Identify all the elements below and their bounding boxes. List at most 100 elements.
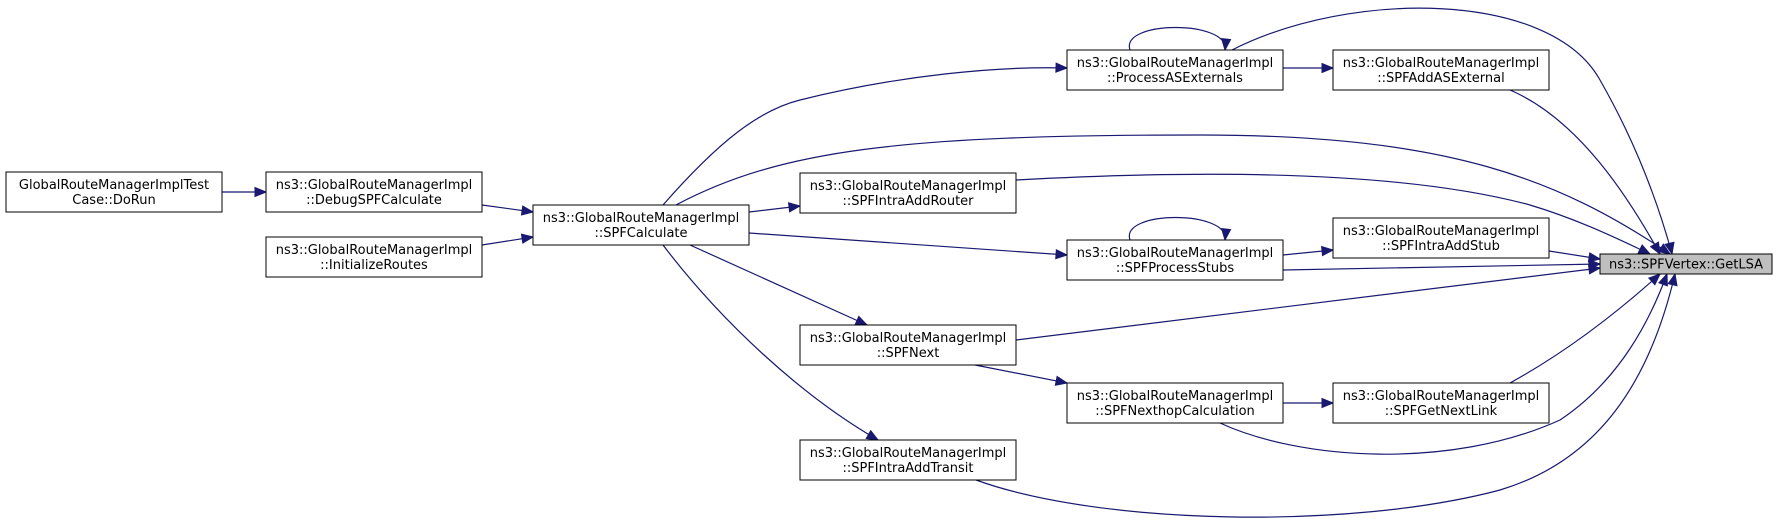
node-label-line: ::SPFIntraAddRouter (842, 194, 974, 209)
edge-proc_asext-to-proc_asext (1129, 26, 1232, 52)
edge-spf_calc-to-getlsa (675, 134, 1672, 255)
edge-line (1015, 267, 1601, 341)
arrowhead-icon (1587, 252, 1602, 263)
node-label-line: ::InitializeRoutes (320, 258, 428, 273)
arrowhead-icon (1658, 272, 1668, 287)
node-label-line: ns3::GlobalRouteManagerImpl (1077, 389, 1274, 404)
edge-proc_asext-to-add_asext (1283, 62, 1335, 74)
edge-proc_stubs-to-proc_stubs (1129, 216, 1232, 242)
node-label-line: ::SPFIntraAddStub (1382, 239, 1500, 254)
node-label-line: ns3::GlobalRouteManagerImpl (276, 243, 473, 258)
arrowhead-icon (520, 233, 535, 244)
node-proc_stubs[interactable]: ns3::GlobalRouteManagerImpl::SPFProcessS… (1066, 239, 1284, 281)
node-spf_calc[interactable]: ns3::GlobalRouteManagerImpl::SPFCalculat… (532, 204, 750, 246)
node-box (799, 172, 1017, 214)
node-label-line: ns3::GlobalRouteManagerImpl (1343, 224, 1540, 239)
arrowhead-icon (254, 186, 268, 198)
node-box (1066, 49, 1284, 91)
edge-get_nextlink-to-getlsa (1509, 273, 1661, 384)
edge-spf_calc-to-proc_asext (662, 62, 1069, 206)
node-label-line: ::DebugSPFCalculate (306, 193, 442, 208)
arrowhead-icon (865, 429, 880, 441)
edge-line (675, 134, 1671, 255)
node-label-line: ::ProcessASExternals (1107, 71, 1243, 86)
edge-intra_transit-to-getlsa (975, 272, 1678, 518)
node-label-line: ns3::SPFVertex::GetLSA (1609, 258, 1763, 273)
node-label-line: ::SPFCalculate (594, 226, 687, 241)
node-getlsa[interactable]: ns3::SPFVertex::GetLSA (1599, 253, 1773, 275)
node-label-line: ns3::GlobalRouteManagerImpl (276, 178, 473, 193)
edge-line (974, 364, 1068, 384)
edge-line (662, 244, 879, 441)
edge-line (1219, 273, 1668, 455)
node-init_routes[interactable]: ns3::GlobalRouteManagerImpl::InitializeR… (265, 236, 483, 278)
edge-line (1509, 273, 1661, 384)
node-box (1332, 49, 1550, 91)
arrowhead-icon (1054, 375, 1069, 386)
arrowhead-icon (1664, 241, 1675, 256)
node-box (799, 324, 1017, 366)
node-debug_spf[interactable]: ns3::GlobalRouteManagerImpl::DebugSPFCal… (265, 171, 483, 213)
edge-line (1282, 263, 1601, 271)
node-label-line: ns3::GlobalRouteManagerImpl (810, 446, 1007, 461)
node-box (265, 236, 483, 278)
edge-line (1129, 26, 1226, 51)
node-label-line: ::SPFNext (877, 346, 940, 361)
arrowhead-icon (1321, 62, 1335, 74)
edge-spf_calc-to-spf_next (689, 244, 869, 326)
node-label-line: ns3::GlobalRouteManagerImpl (1077, 56, 1274, 71)
node-label-line: ns3::GlobalRouteManagerImpl (810, 331, 1007, 346)
edge-line (1509, 89, 1661, 255)
node-label-line: ::SPFIntraAddTransit (842, 461, 973, 476)
edge-line (662, 67, 1068, 206)
node-box (1066, 382, 1284, 424)
edge-spf_next-to-nexthop (974, 364, 1069, 386)
edge-test_dorun-to-debug_spf (222, 186, 268, 198)
node-intra_transit[interactable]: ns3::GlobalRouteManagerImpl::SPFIntraAdd… (799, 439, 1017, 481)
arrowhead-icon (520, 205, 535, 216)
edge-spf_calc-to-intra_router (748, 202, 802, 213)
edge-proc_stubs-to-intra_stub (1282, 245, 1335, 257)
node-spf_next[interactable]: ns3::GlobalRouteManagerImpl::SPFNext (799, 324, 1017, 366)
edge-init_routes-to-spf_calc (481, 233, 535, 246)
edges-layer (222, 7, 1678, 518)
edge-intra_stub-to-getlsa (1548, 250, 1602, 263)
node-box (532, 204, 750, 246)
edge-spf_calc-to-intra_transit (662, 244, 880, 441)
arrowhead-icon (787, 202, 802, 213)
edge-line (1015, 173, 1651, 255)
edge-line (748, 232, 1068, 256)
edge-line (1129, 216, 1226, 241)
node-label-line: ns3::GlobalRouteManagerImpl (543, 211, 740, 226)
node-nexthop[interactable]: ns3::GlobalRouteManagerImpl::SPFNexthopC… (1066, 382, 1284, 424)
node-label-line: ns3::GlobalRouteManagerImpl (1077, 246, 1274, 261)
arrowhead-icon (1055, 62, 1069, 73)
edge-add_asext-to-getlsa (1509, 89, 1661, 256)
node-label-line: ::SPFGetNextLink (1385, 404, 1498, 419)
arrowhead-icon (854, 315, 869, 326)
arrowhead-icon (1667, 272, 1678, 287)
node-box (5, 171, 223, 213)
nodes-layer: GlobalRouteManagerImplTestCase::DoRunns3… (5, 49, 1773, 481)
node-intra_router[interactable]: ns3::GlobalRouteManagerImpl::SPFIntraAdd… (799, 172, 1017, 214)
node-add_asext[interactable]: ns3::GlobalRouteManagerImpl::SPFAddASExt… (1332, 49, 1550, 91)
node-get_nextlink[interactable]: ns3::GlobalRouteManagerImpl::SPFGetNextL… (1332, 382, 1550, 424)
edge-proc_asext-to-getlsa (1231, 7, 1675, 256)
arrowhead-icon (1321, 397, 1335, 409)
arrowhead-icon (1220, 228, 1232, 242)
node-label-line: ::SPFProcessStubs (1116, 261, 1234, 276)
node-proc_asext[interactable]: ns3::GlobalRouteManagerImpl::ProcessASEx… (1066, 49, 1284, 91)
arrowhead-icon (1649, 241, 1661, 256)
edge-nexthop-to-get_nextlink (1283, 397, 1335, 409)
node-label-line: ns3::GlobalRouteManagerImpl (810, 179, 1007, 194)
arrowhead-icon (1637, 244, 1652, 255)
node-intra_stub[interactable]: ns3::GlobalRouteManagerImpl::SPFIntraAdd… (1332, 217, 1550, 259)
node-label-line: Case::DoRun (72, 193, 155, 208)
node-box (1332, 217, 1550, 259)
edge-line (1231, 7, 1673, 255)
edge-spf_next-to-getlsa (1015, 264, 1602, 341)
edge-line (689, 244, 868, 326)
node-box (1599, 253, 1773, 275)
